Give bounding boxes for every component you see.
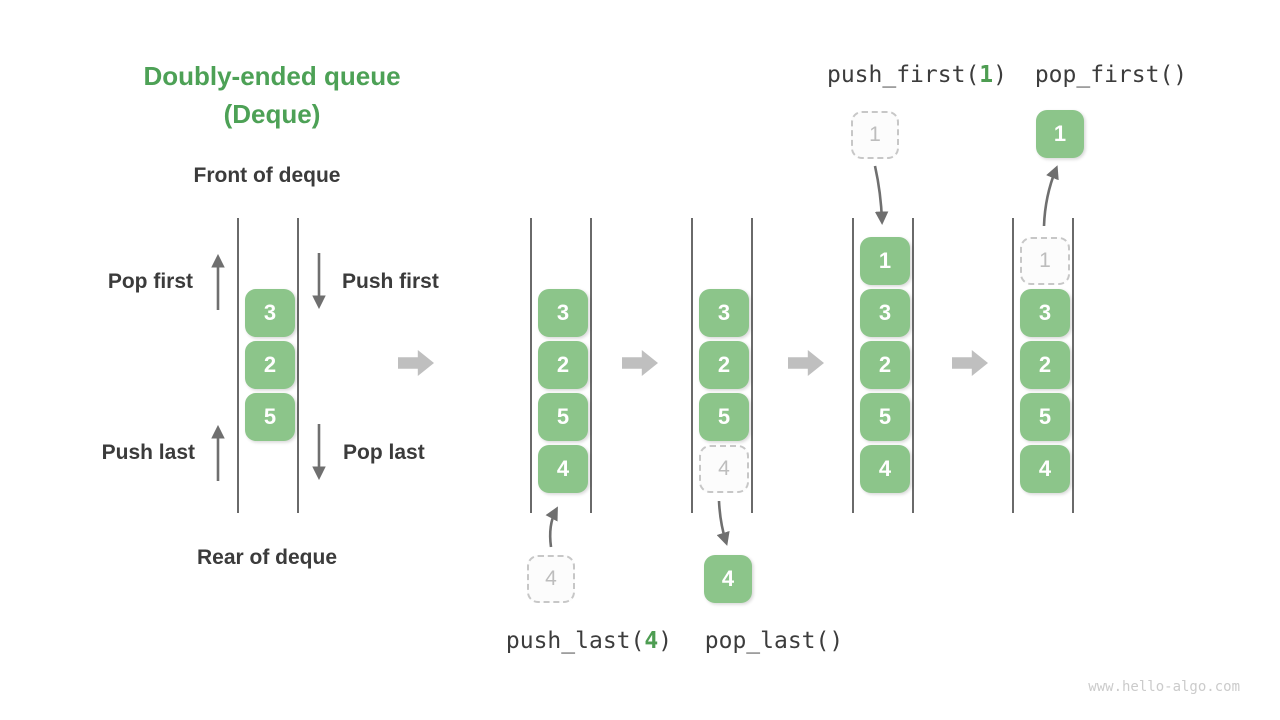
transition-arrow-icon (952, 350, 988, 376)
queue-cell: 4 (538, 445, 588, 493)
queue-cell: 2 (245, 341, 295, 389)
popped-value-box: 4 (704, 555, 752, 603)
incoming-value-ghost: 1 (851, 111, 899, 159)
code-text: push_last( (505, 628, 645, 654)
queue-cell: 2 (699, 341, 749, 389)
queue-cell: 5 (1020, 393, 1070, 441)
queue-cell: 3 (245, 289, 295, 337)
queue-state-push-last: 3 2 5 4 (530, 218, 592, 513)
queue-cell: 4 (860, 445, 910, 493)
queue-cell: 3 (699, 289, 749, 337)
queue-state-pop-first: 1 3 2 5 4 (1012, 218, 1074, 513)
transition-arrow-icon (398, 350, 434, 376)
queue-cell-ghost: 4 (699, 445, 749, 493)
queue-cell: 1 (860, 237, 910, 285)
queue-cell: 5 (245, 393, 295, 441)
front-of-deque-label: Front of deque (193, 164, 341, 187)
transition-arrow-icon (788, 350, 824, 376)
code-text: ) (993, 62, 1008, 88)
code-arg: 1 (979, 62, 994, 88)
code-label-pop-first: pop_first() (1034, 62, 1188, 88)
incoming-value-ghost: 4 (527, 555, 575, 603)
queue-cell: 2 (538, 341, 588, 389)
code-text: push_first( (826, 62, 980, 88)
push-first-label: Push first (342, 270, 439, 293)
queue-cell: 3 (860, 289, 910, 337)
queue-cell: 5 (860, 393, 910, 441)
queue-cell: 3 (538, 289, 588, 337)
queue-cell: 2 (1020, 341, 1070, 389)
queue-cell-ghost: 1 (1020, 237, 1070, 285)
queue-cell: 5 (538, 393, 588, 441)
code-label-push-first: push_first(1) (817, 62, 1017, 88)
queue-cell: 4 (1020, 445, 1070, 493)
transition-arrow-icon (622, 350, 658, 376)
pop-last-label: Pop last (343, 441, 425, 464)
code-label-pop-last: pop_last() (704, 628, 844, 654)
push-first-in-arrow-icon (873, 165, 889, 226)
diagram-title: Doubly-ended queue (Deque) (102, 57, 442, 133)
rear-of-deque-label: Rear of deque (196, 546, 338, 569)
pop-first-label: Pop first (107, 270, 193, 293)
queue-state-pop-last: 3 2 5 4 (691, 218, 753, 513)
demo-queue: 3 2 5 (237, 218, 299, 513)
queue-cell: 5 (699, 393, 749, 441)
queue-state-push-first: 1 3 2 5 4 (852, 218, 914, 513)
push-last-in-arrow-icon (545, 506, 558, 548)
code-text: ) (658, 628, 673, 654)
watermark: www.hello-algo.com (1088, 679, 1240, 695)
code-arg: 4 (644, 628, 659, 654)
push-last-label: Push last (101, 441, 195, 464)
popped-value-box: 1 (1036, 110, 1084, 158)
title-line-1: Doubly-ended queue (143, 61, 401, 91)
title-line-2: (Deque) (223, 99, 321, 129)
queue-cell: 2 (860, 341, 910, 389)
queue-cell: 3 (1020, 289, 1070, 337)
code-label-push-last: push_last(4) (489, 628, 689, 654)
